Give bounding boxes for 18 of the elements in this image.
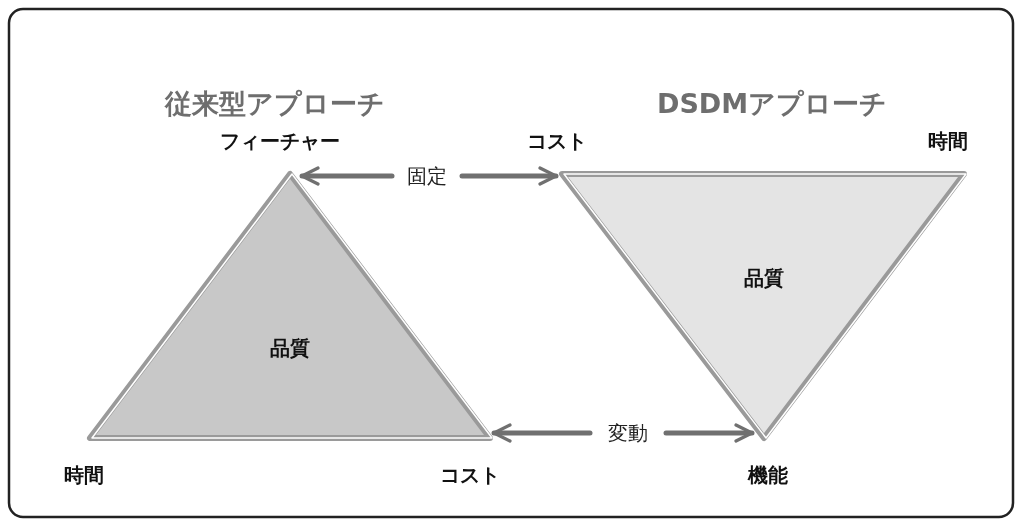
corner-label: フィーチャー: [220, 128, 340, 155]
triangle-label: 品質: [744, 264, 784, 292]
triangle: [86, 168, 494, 444]
corner-label: コスト: [527, 128, 587, 155]
arrow: [459, 166, 559, 186]
arrow: [491, 423, 593, 443]
triangle: [556, 168, 970, 444]
corner-label: コスト: [440, 462, 500, 489]
heading: DSDMアプローチ: [657, 87, 888, 121]
arrow-label: 変動: [590, 417, 666, 449]
arrow-label: 固定: [392, 160, 462, 192]
heading: 従来型アプローチ: [165, 87, 385, 121]
corner-label: 時間: [64, 462, 104, 489]
triangle-label: 品質: [270, 334, 310, 362]
corner-label: 機能: [748, 462, 788, 489]
arrow: [663, 423, 755, 443]
arrow: [299, 166, 395, 186]
corner-label: 時間: [928, 128, 968, 155]
